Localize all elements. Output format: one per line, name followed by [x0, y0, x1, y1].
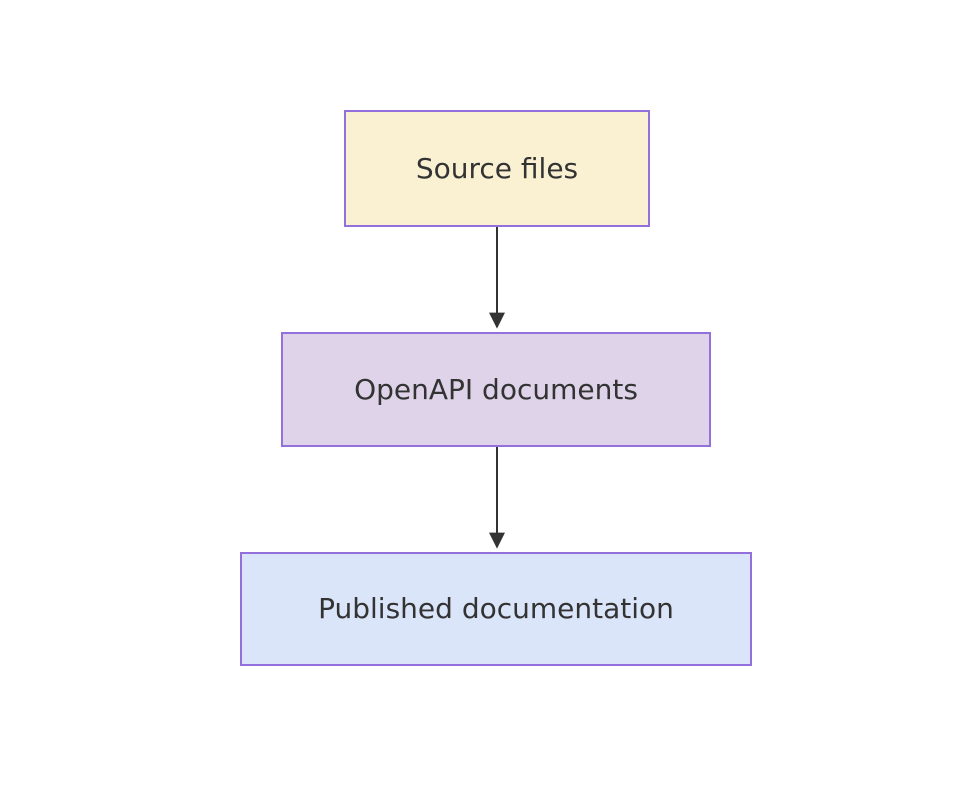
node-openapi-documents-label: OpenAPI documents: [354, 372, 638, 406]
node-source-files: Source files: [344, 110, 650, 227]
node-published-documentation-label: Published documentation: [318, 592, 674, 626]
node-published-documentation: Published documentation: [240, 552, 752, 666]
node-source-files-label: Source files: [415, 151, 579, 185]
node-openapi-documents: OpenAPI documents: [281, 332, 711, 447]
